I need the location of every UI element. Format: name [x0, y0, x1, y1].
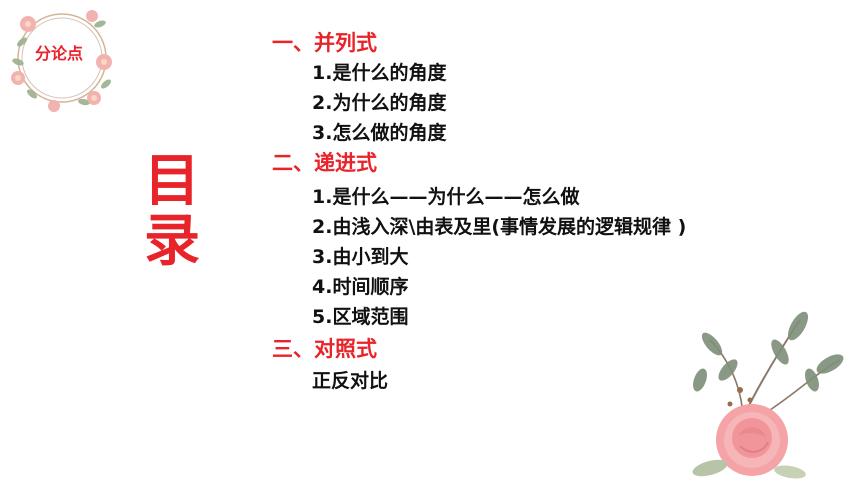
section-heading: 一、并列式: [272, 31, 377, 55]
section-badge-label: 分论点: [34, 44, 83, 63]
outline-item: 正反对比: [312, 370, 389, 392]
outline-item: 3.由小到大: [312, 246, 409, 268]
outline-item: 1.是什么——为什么——怎么做: [312, 186, 580, 208]
outline-item: 2.由浅入深\由表及里(事情发展的逻辑规律 ): [312, 216, 687, 238]
floral-wreath-icon: [4, 2, 124, 120]
outline-item: 4.时间顺序: [312, 276, 409, 298]
outline-item: 5.区域范围: [312, 306, 409, 328]
page-title: 目录: [132, 152, 212, 272]
outline-item: 1.是什么的角度: [312, 62, 447, 84]
rose-branch-icon: [680, 300, 860, 484]
section-heading: 三、对照式: [272, 337, 377, 361]
outline-item: 2.为什么的角度: [312, 92, 447, 114]
page-title-text: 目录: [144, 149, 200, 274]
section-heading: 二、递进式: [272, 151, 377, 175]
outline-item: 3.怎么做的角度: [312, 122, 447, 144]
